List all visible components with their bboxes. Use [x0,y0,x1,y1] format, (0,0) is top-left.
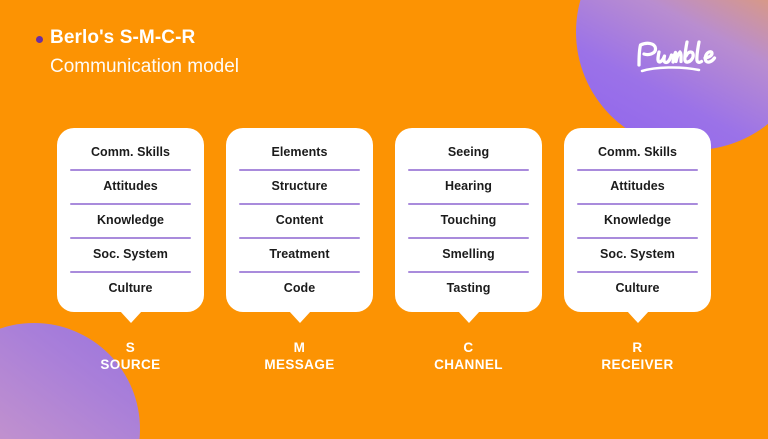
card-item: Attitudes [564,169,711,203]
card-item: Content [226,203,373,237]
column-label-channel: C CHANNEL [434,340,503,374]
card-receiver: Comm. Skills Attitudes Knowledge Soc. Sy… [564,128,711,312]
card-item: Treatment [226,237,373,271]
card-item: Structure [226,169,373,203]
card-item: Code [226,271,373,305]
column-name: SOURCE [100,356,161,372]
model-columns: Comm. Skills Attitudes Knowledge Soc. Sy… [57,128,711,374]
column-letter: M [293,340,306,355]
card-item: Soc. System [57,237,204,271]
column-name: RECEIVER [601,356,674,372]
column-letter: R [632,340,643,355]
column-letter: C [463,340,474,355]
card-item: Knowledge [57,203,204,237]
page-title: Berlo's S-M-C-R Communication model [36,27,240,78]
card-item: Attitudes [57,169,204,203]
card-message: Elements Structure Content Treatment Cod… [226,128,373,312]
card-channel: Seeing Hearing Touching Smelling Tasting [395,128,542,312]
column-label-source: S SOURCE [100,340,160,374]
card-item: Culture [564,271,711,305]
column-channel: Seeing Hearing Touching Smelling Tasting… [395,128,542,374]
card-item: Soc. System [564,237,711,271]
bullet-dot-icon [36,35,43,43]
title-text: Berlo's S-M-C-R [50,27,196,48]
column-name: CHANNEL [434,356,503,372]
card-item: Elements [271,145,328,159]
title-row: Berlo's S-M-C-R [36,27,239,49]
card-item: Touching [395,203,542,237]
column-receiver: Comm. Skills Attitudes Knowledge Soc. Sy… [564,128,711,374]
card-item: Smelling [395,237,542,271]
column-letter: S [125,340,136,355]
card-item: Comm. Skills [597,145,678,159]
card-item: Tasting [395,271,542,305]
column-label-receiver: R RECEIVER [601,340,673,374]
card-item: Seeing [447,145,490,159]
card-item: Hearing [395,169,542,203]
column-message: Elements Structure Content Treatment Cod… [226,128,373,374]
column-source: Comm. Skills Attitudes Knowledge Soc. Sy… [57,128,204,374]
card-item: Comm. Skills [90,145,171,159]
card-item: Knowledge [564,203,711,237]
subtitle-text: Communication model [50,55,240,77]
column-name: MESSAGE [264,356,335,372]
pumble-logo [624,32,732,78]
card-source: Comm. Skills Attitudes Knowledge Soc. Sy… [57,128,204,312]
column-label-message: M MESSAGE [264,340,334,374]
card-item: Culture [57,271,204,305]
